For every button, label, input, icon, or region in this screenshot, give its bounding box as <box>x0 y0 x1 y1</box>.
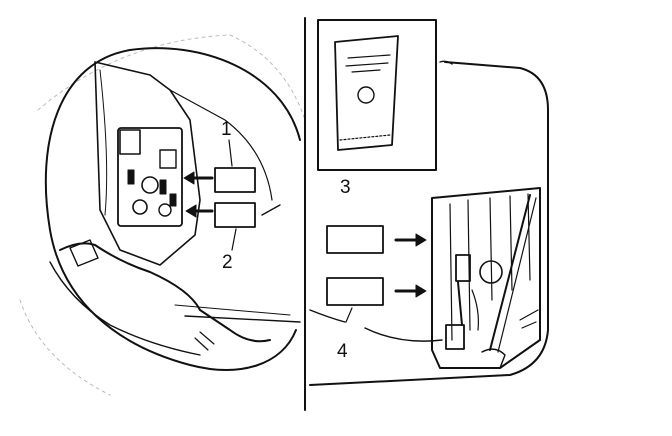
compartment-clip <box>519 309 539 329</box>
fuse-strap <box>457 281 463 326</box>
fuse-circle <box>479 260 503 284</box>
compartment-slot <box>467 199 471 331</box>
compartment-base <box>481 348 506 369</box>
fuse-cover-card <box>334 35 399 151</box>
fuse <box>159 179 167 195</box>
card-edge <box>339 134 391 141</box>
hinge-detail <box>194 331 215 351</box>
left-panel <box>19 34 306 396</box>
door-edge <box>309 309 346 323</box>
hinge <box>69 239 99 267</box>
card-circle <box>357 86 375 104</box>
background-contour <box>19 299 111 396</box>
fuse-socket <box>132 199 148 215</box>
fuse-socket <box>141 176 159 194</box>
detail-oval <box>44 47 301 371</box>
pointer-line <box>261 204 281 216</box>
label-box-1 <box>214 167 256 193</box>
arrow-2-head <box>185 204 197 218</box>
label-box-4 <box>326 277 384 306</box>
door-sill <box>49 261 201 356</box>
leader-line-2 <box>231 228 237 251</box>
relay <box>159 149 177 169</box>
floor-line <box>174 304 291 316</box>
fuse-block <box>455 254 471 282</box>
panel-edge <box>169 89 273 201</box>
fuse <box>169 193 177 207</box>
fuse-socket <box>158 203 172 217</box>
card-detail <box>345 54 391 73</box>
leader-line-4b <box>364 327 443 342</box>
fuse-strap <box>471 289 479 331</box>
compartment-slot <box>527 193 531 281</box>
arrow-1-head <box>183 171 195 185</box>
callout-1: 1 <box>221 119 232 140</box>
arrow-4-head <box>415 284 427 298</box>
fuse <box>127 169 135 185</box>
door-sill <box>59 242 271 343</box>
compartment-slot <box>509 195 513 291</box>
leader-line-1 <box>228 139 233 167</box>
fuse-compartment <box>431 187 541 369</box>
fuse-box <box>117 127 183 227</box>
compartment-slot <box>489 197 493 301</box>
fuse-holder <box>445 324 465 350</box>
panel-edge <box>99 69 108 216</box>
diagonal-rod <box>489 194 531 351</box>
dashboard-panel <box>94 61 201 266</box>
leader-line-4 <box>345 307 353 323</box>
compartment-slot <box>449 203 453 341</box>
diagonal-rod <box>497 197 537 353</box>
arrow-3-head <box>415 233 427 247</box>
label-box-3 <box>326 225 384 254</box>
door-panel-inner <box>439 60 453 65</box>
relay <box>119 129 141 155</box>
label-box-2 <box>214 202 256 228</box>
callout-3: 3 <box>340 177 351 198</box>
door-panel <box>309 61 549 386</box>
background-contour <box>37 34 306 121</box>
floor-line <box>184 315 301 323</box>
right-panel <box>309 19 549 386</box>
callout-2: 2 <box>222 252 233 273</box>
callout-4: 4 <box>337 341 348 362</box>
inset-box <box>317 19 437 171</box>
